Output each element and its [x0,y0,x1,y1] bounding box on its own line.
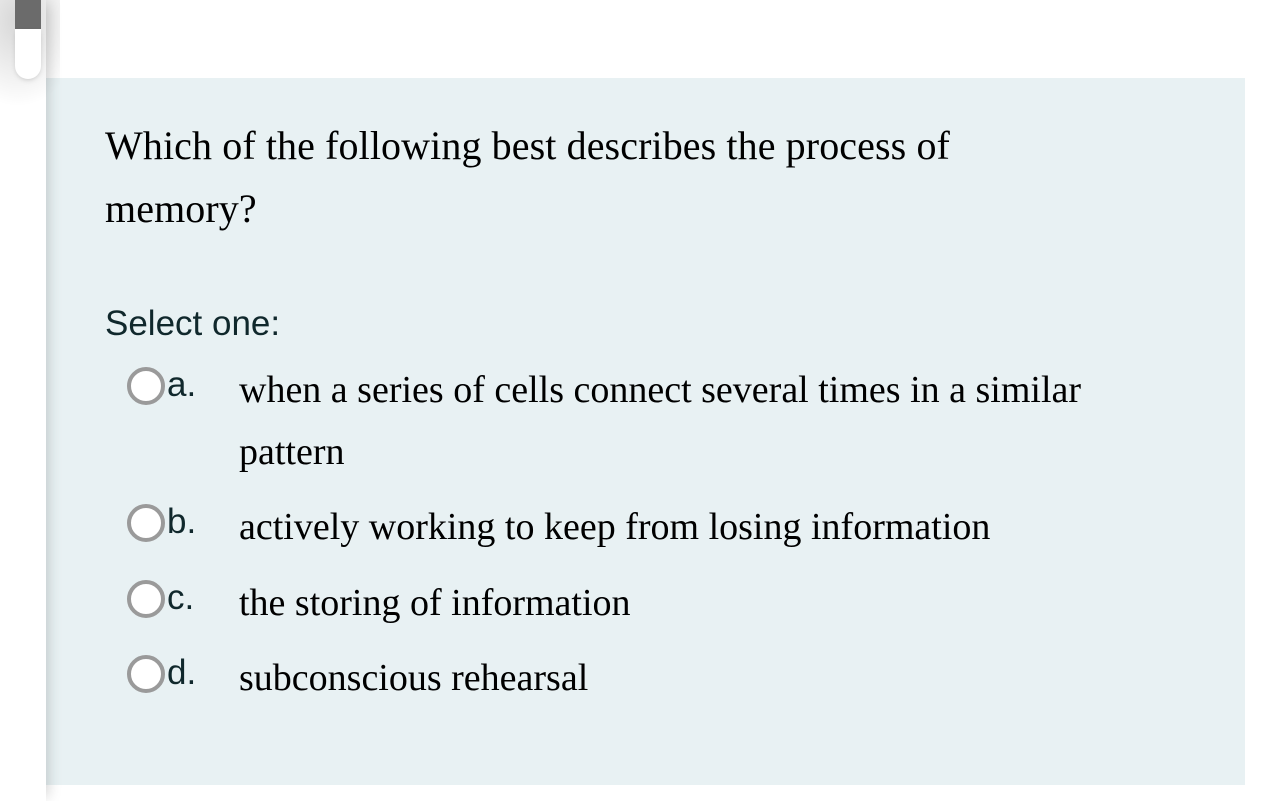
scrollbar-thumb-top[interactable] [15,0,41,29]
radio-unchecked-icon[interactable] [127,655,165,694]
vertical-scrollbar[interactable] [15,0,41,120]
radio-unchecked-icon[interactable] [127,504,165,543]
answer-letter-d: d. [167,653,197,693]
answer-option-c[interactable]: c. the storing of information [105,573,1205,635]
answer-letter-b: b. [167,502,197,542]
radio-cell-c[interactable] [105,573,167,618]
question-card: Which of the following best describes th… [45,78,1245,785]
answer-letter-c: c. [167,577,195,617]
radio-cell-b[interactable] [105,497,167,543]
radio-unchecked-icon[interactable] [127,579,165,618]
radio-unchecked-icon[interactable] [127,367,165,406]
answer-options-list: a. when a series of cells connect severa… [105,360,1205,710]
answer-letter-a: a. [167,365,197,405]
question-stem-text: Which of the following best describes th… [105,123,950,232]
radio-cell-a[interactable] [105,360,167,406]
answer-text-d[interactable]: subconscious rehearsal [239,657,589,700]
select-one-label: Select one: [105,304,281,344]
answer-option-d[interactable]: d. subconscious rehearsal [105,648,1205,710]
answer-text-c[interactable]: the storing of information [239,581,631,624]
answer-option-b[interactable]: b. actively working to keep from losing … [105,497,1205,559]
answer-option-a[interactable]: a. when a series of cells connect severa… [105,360,1205,483]
answer-text-b[interactable]: actively working to keep from losing inf… [239,506,991,549]
answer-text-a[interactable]: when a series of cells connect several t… [239,369,1082,473]
radio-cell-d[interactable] [105,648,167,694]
scrollbar-thumb-body[interactable] [15,29,41,79]
scrollbar-gutter [0,0,46,801]
